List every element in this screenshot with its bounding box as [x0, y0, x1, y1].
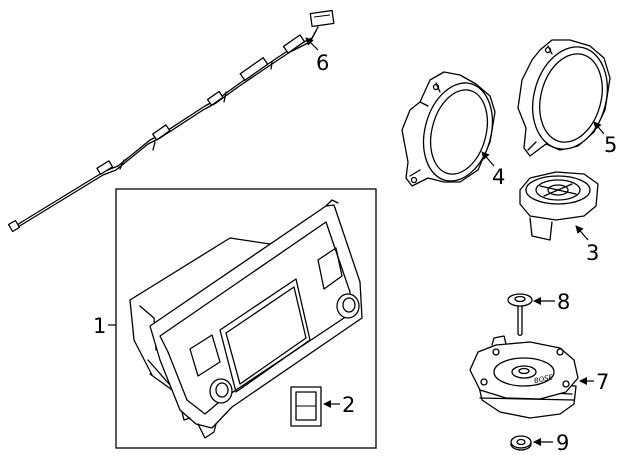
door-speaker — [401, 71, 496, 187]
leader-5 — [593, 121, 605, 135]
subwoofer-brand-badge: BOSE — [533, 373, 554, 385]
callout-8: 8 — [557, 290, 570, 314]
callout-6: 6 — [316, 51, 329, 75]
callout-2: 2 — [342, 393, 355, 417]
leader-4 — [481, 151, 495, 167]
callout-7: 7 — [596, 370, 609, 394]
door-speaker-rear — [517, 39, 611, 157]
subwoofer: BOSE — [469, 335, 579, 419]
switch-clip — [290, 386, 322, 427]
callout-9: 9 — [556, 431, 569, 455]
callout-1: 1 — [93, 314, 106, 338]
leader-6 — [305, 37, 319, 51]
tweeter — [519, 171, 599, 241]
head-unit-frame — [115, 188, 377, 449]
head-unit-assembly — [115, 188, 377, 449]
wiring-harness — [7, 9, 335, 233]
callout-4: 4 — [492, 165, 505, 189]
leader-3 — [575, 225, 589, 241]
callout-3: 3 — [586, 241, 599, 265]
callout-5: 5 — [604, 133, 617, 157]
washer — [510, 435, 532, 451]
small-cone-part — [507, 293, 533, 337]
